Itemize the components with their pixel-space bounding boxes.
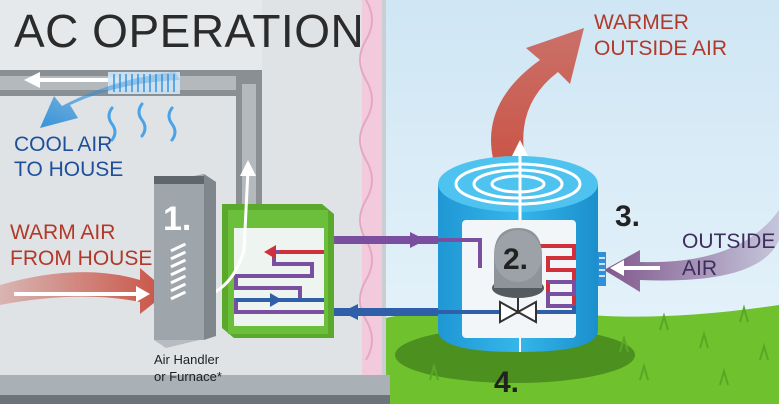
- warm-air-label: WARM AIR FROM HOUSE: [10, 220, 152, 272]
- grass-tufts: [429, 304, 769, 386]
- air-handler-label-line: or Furnace*: [154, 369, 222, 384]
- floor-edge: [0, 395, 390, 404]
- expansion-valve-icon: [499, 298, 537, 324]
- cool-air-label: COOL AIR TO HOUSE: [14, 132, 123, 182]
- warmer-outside-air-label: WARMER OUTSIDE AIR: [594, 10, 727, 62]
- condenser-suction-pipe: [438, 238, 482, 268]
- air-through-coil-arrowhead: [240, 160, 256, 176]
- insulation-pattern: [359, 0, 373, 361]
- warmer-outside-air-label-line: OUTSIDE AIR: [594, 37, 728, 60]
- warmer-outside-air-label-line: WARMER: [594, 11, 689, 34]
- liquid-line-arrowhead: [342, 304, 358, 320]
- page-title: AC OPERATION: [14, 5, 365, 57]
- outside-air-label-line: AIR: [682, 257, 718, 280]
- air-handler-label-line: Air Handler: [154, 352, 220, 367]
- air-handler-cabinet: [154, 174, 216, 348]
- warm-air-label-line: FROM HOUSE: [10, 247, 153, 270]
- compressor: [492, 228, 544, 298]
- wall-siding: [382, 0, 386, 375]
- duct-flow-arrow: [28, 78, 118, 82]
- condenser-liquid-pipe: [438, 306, 576, 314]
- step-1-number: 1.: [163, 200, 192, 238]
- duct-riser-inner: [242, 84, 256, 210]
- outside-air-flow-line: [620, 266, 660, 270]
- cool-air-label-line: COOL AIR: [14, 133, 113, 156]
- condenser-exhaust-arrowhead: [512, 140, 528, 156]
- warm-air-label-line: WARM AIR: [10, 221, 116, 244]
- air-handler-label: Air Handler or Furnace*: [154, 351, 222, 385]
- duct-flow-arrowhead: [24, 72, 40, 88]
- liquid-line: [334, 308, 438, 316]
- cool-air-label-line: TO HOUSE: [14, 158, 124, 181]
- outside-air-label: OUTSIDE AIR: [682, 228, 775, 282]
- suction-line: [334, 236, 438, 244]
- condenser-coil-purple: [546, 280, 576, 308]
- wall-upper: [0, 0, 262, 70]
- step-3-number: 3.: [615, 200, 641, 233]
- suction-line-arrowhead: [410, 232, 426, 248]
- evaporator-coil: [222, 204, 334, 338]
- step-2-number: 2.: [503, 243, 529, 276]
- warm-air-arrow: [0, 268, 168, 314]
- warmer-outside-air-arrow: [491, 28, 584, 180]
- outside-air-label-line: OUTSIDE: [682, 230, 776, 253]
- outside-air-flow-arrowhead: [610, 260, 624, 276]
- step-4-number: 4.: [494, 366, 520, 399]
- cool-air-arrow: [40, 72, 180, 128]
- cool-air-waves: [107, 102, 177, 142]
- warm-air-flow-line: [14, 292, 140, 296]
- warm-air-flow-arrowhead: [136, 286, 150, 302]
- outside-air-arrow: [604, 210, 779, 292]
- wall-insulation: [362, 0, 384, 375]
